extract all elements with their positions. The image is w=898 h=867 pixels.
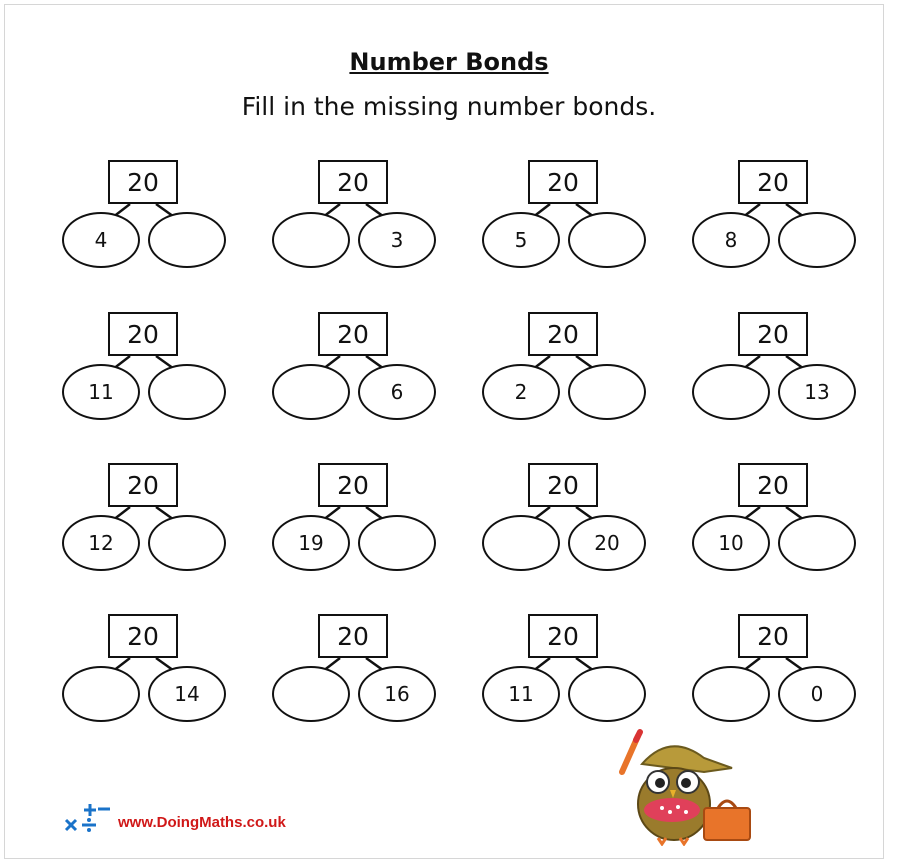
- bond-whole-box: 20: [318, 312, 388, 356]
- bond-whole-box: 20: [108, 614, 178, 658]
- bond-whole-box: 20: [738, 463, 808, 507]
- bond-part-left[interactable]: 4: [62, 212, 140, 268]
- bond-whole-box: 20: [108, 463, 178, 507]
- bond-part-right[interactable]: 6: [358, 364, 436, 420]
- bond-whole-box: 20: [738, 160, 808, 204]
- bond-part-left[interactable]: 11: [482, 666, 560, 722]
- bond-part-right[interactable]: [568, 666, 646, 722]
- worksheet-instruction: Fill in the missing number bonds.: [0, 92, 898, 121]
- bond-whole-box: 20: [528, 160, 598, 204]
- bond-whole-box: 20: [528, 463, 598, 507]
- bond-part-right[interactable]: [148, 515, 226, 571]
- bond-part-left[interactable]: 19: [272, 515, 350, 571]
- bond-part-right[interactable]: [148, 364, 226, 420]
- bond-part-right[interactable]: [568, 212, 646, 268]
- bond-part-left[interactable]: 2: [482, 364, 560, 420]
- bond-whole-box: 20: [318, 463, 388, 507]
- bond-part-right[interactable]: [148, 212, 226, 268]
- bond-whole-box: 20: [318, 614, 388, 658]
- bond-whole-box: 20: [318, 160, 388, 204]
- doingmaths-logo[interactable]: www.DoingMaths.co.uk: [64, 800, 364, 840]
- bond-part-right[interactable]: 20: [568, 515, 646, 571]
- bond-part-right[interactable]: 0: [778, 666, 856, 722]
- bond-part-right[interactable]: 14: [148, 666, 226, 722]
- bond-part-right[interactable]: [358, 515, 436, 571]
- bond-whole-box: 20: [738, 312, 808, 356]
- bond-whole-box: 20: [528, 614, 598, 658]
- website-url[interactable]: www.DoingMaths.co.uk: [118, 814, 286, 831]
- bond-part-right[interactable]: 13: [778, 364, 856, 420]
- bond-part-left[interactable]: 10: [692, 515, 770, 571]
- bond-part-right[interactable]: [568, 364, 646, 420]
- bond-part-right[interactable]: 3: [358, 212, 436, 268]
- bond-whole-box: 20: [108, 160, 178, 204]
- bond-part-left[interactable]: [62, 666, 140, 722]
- bond-part-right[interactable]: 16: [358, 666, 436, 722]
- bond-part-left[interactable]: [272, 666, 350, 722]
- bond-part-left[interactable]: [272, 364, 350, 420]
- bond-whole-box: 20: [108, 312, 178, 356]
- bond-part-left[interactable]: 5: [482, 212, 560, 268]
- bond-part-left[interactable]: [272, 212, 350, 268]
- bond-part-left[interactable]: [482, 515, 560, 571]
- bond-part-left[interactable]: 11: [62, 364, 140, 420]
- bond-whole-box: 20: [528, 312, 598, 356]
- bond-part-left[interactable]: [692, 364, 770, 420]
- owl-mascot-icon: [608, 728, 768, 846]
- bond-part-right[interactable]: [778, 515, 856, 571]
- bond-whole-box: 20: [738, 614, 808, 658]
- bond-part-left[interactable]: 12: [62, 515, 140, 571]
- worksheet-title: Number Bonds: [0, 48, 898, 76]
- bond-part-left[interactable]: 8: [692, 212, 770, 268]
- bond-part-left[interactable]: [692, 666, 770, 722]
- bond-part-right[interactable]: [778, 212, 856, 268]
- math-operators-icon: [64, 800, 114, 840]
